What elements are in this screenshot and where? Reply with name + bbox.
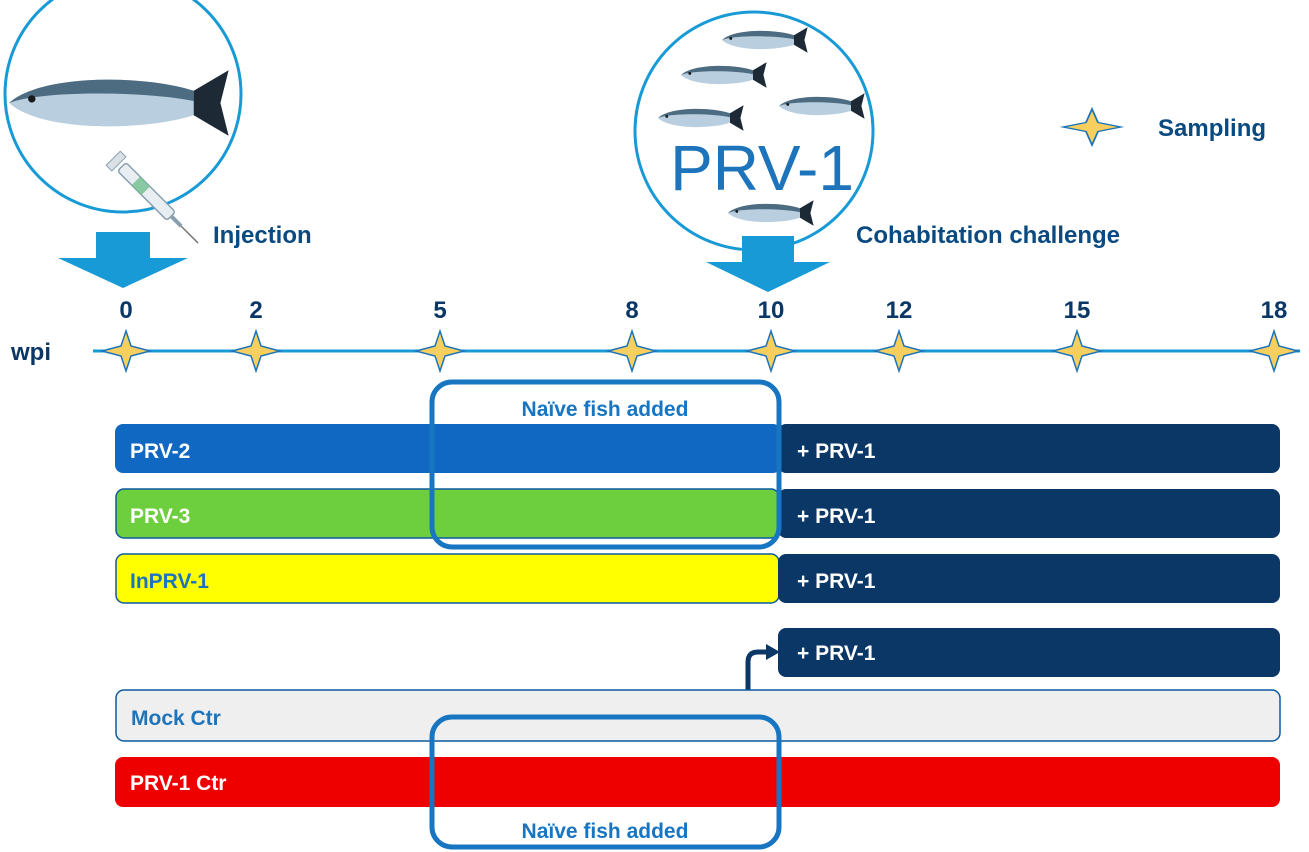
- syringe-icon: [105, 150, 199, 244]
- timeline-tick-label: 0: [119, 297, 132, 324]
- bar-prv1ctr-label: PRV-1 Ctr: [130, 772, 226, 795]
- timeline-tick-label: 2: [249, 297, 262, 324]
- legend: Sampling: [1062, 108, 1266, 146]
- sampling-star-icon: [607, 330, 657, 372]
- bar-prv3: [115, 488, 780, 539]
- bar-mock-challenge: [778, 628, 1280, 677]
- bar-prv2-suffix: + PRV-1: [797, 440, 876, 463]
- bar-prv3-suffix: + PRV-1: [797, 505, 876, 528]
- naive-box-bottom: [429, 714, 782, 850]
- sampling-star-icon: [1052, 330, 1102, 372]
- bar-prv2: [115, 424, 781, 473]
- sampling-star-icon: [101, 330, 151, 372]
- group-bars: PRV-2 + PRV-1 PRV-3 + PRV-1 InPRV-1 + PR…: [115, 379, 1281, 850]
- sampling-star-icon: [874, 330, 924, 372]
- bar-inprv1-challenge: [778, 554, 1280, 603]
- timeline-tick-label: 5: [433, 297, 446, 324]
- bar-inprv1-suffix: + PRV-1: [797, 570, 876, 593]
- timeline-tick-label: 18: [1261, 297, 1288, 324]
- naive-label-bottom: Naïve fish added: [522, 820, 689, 843]
- sampling-star-icon: [1249, 330, 1299, 372]
- naive-box-top: [429, 379, 782, 550]
- injection-panel: Injection: [3, 0, 312, 288]
- injection-arrow-icon: [58, 232, 188, 288]
- sampling-star-icon: [746, 330, 796, 372]
- bar-inprv1: [115, 553, 780, 604]
- bar-prv3-label: PRV-3: [130, 505, 190, 528]
- bar-prv3-challenge: [778, 489, 1280, 538]
- branch-arrow-icon: [766, 644, 780, 660]
- bar-mock-label: Mock Ctr: [131, 707, 221, 730]
- branch-connector: [745, 649, 768, 690]
- bar-prv1ctr: [115, 757, 1280, 807]
- sampling-star-icon: [231, 330, 281, 372]
- legend-label: Sampling: [1158, 115, 1266, 142]
- timeline-unit: wpi: [10, 339, 51, 366]
- challenge-label: Cohabitation challenge: [856, 222, 1120, 249]
- challenge-arrow-icon: [706, 236, 830, 292]
- timeline-tick-label: 12: [886, 297, 913, 324]
- naive-label-top: Naïve fish added: [522, 398, 689, 421]
- bar-inprv1-label: InPRV-1: [130, 570, 209, 593]
- sampling-star-icon: [415, 330, 465, 372]
- timeline-tick-label: 15: [1064, 297, 1091, 324]
- timeline-tick-label: 10: [758, 297, 785, 324]
- timeline-tick-label: 8: [625, 297, 638, 324]
- challenge-panel: PRV-1 Cohabitation challenge: [633, 10, 1120, 292]
- injection-label: Injection: [213, 222, 312, 249]
- challenge-virus-label: PRV-1: [670, 132, 854, 204]
- bar-mock-suffix: + PRV-1: [797, 642, 876, 665]
- timeline: wpi 0 2 5 8 10 12 15 18: [10, 297, 1300, 372]
- bar-prv2-challenge: [778, 424, 1280, 473]
- bar-prv2-label: PRV-2: [130, 440, 190, 463]
- sampling-star-icon: [1062, 108, 1122, 146]
